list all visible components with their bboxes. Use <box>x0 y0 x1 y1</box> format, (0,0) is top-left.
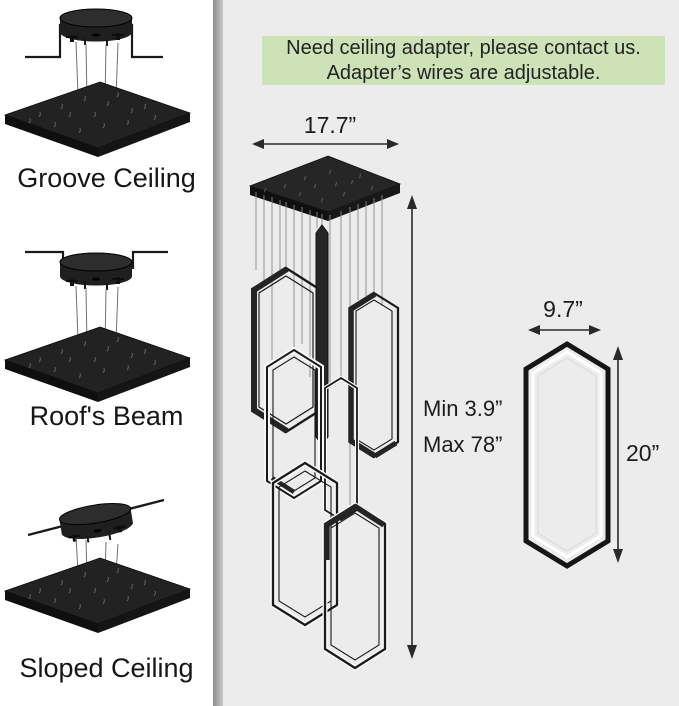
adapter-banner: Need ceiling adapter, please contact us.… <box>262 36 665 85</box>
pendant-height-dimension: 20” <box>626 440 660 466</box>
single-pendant-detail <box>523 341 611 569</box>
chandelier-figure <box>248 139 623 671</box>
banner-line-1: Need ceiling adapter, please contact us. <box>286 36 641 59</box>
mount-label-groove-ceiling: Groove Ceiling <box>17 163 196 193</box>
suspension-wires <box>255 192 383 505</box>
hexagon-pendant-cluster <box>251 224 400 671</box>
height-min-dimension: Min 3.9” <box>423 396 503 421</box>
height-max-dimension: Max 78” <box>423 432 503 457</box>
vertical-divider <box>213 0 223 706</box>
pendant-width-dimension: 9.7” <box>543 296 583 322</box>
sloped-ceiling-figure <box>4 498 191 634</box>
dimension-arrows <box>252 139 623 659</box>
canopy-width-dimension: 17.7” <box>303 112 357 138</box>
mount-label-sloped-ceiling: Sloped Ceiling <box>19 653 194 683</box>
groove-ceiling-figure <box>4 8 191 158</box>
mount-label-roofs-beam: Roof's Beam <box>29 401 184 431</box>
roofs-beam-figure <box>4 250 191 403</box>
banner-line-2: Adapter’s wires are adjustable. <box>326 61 601 84</box>
